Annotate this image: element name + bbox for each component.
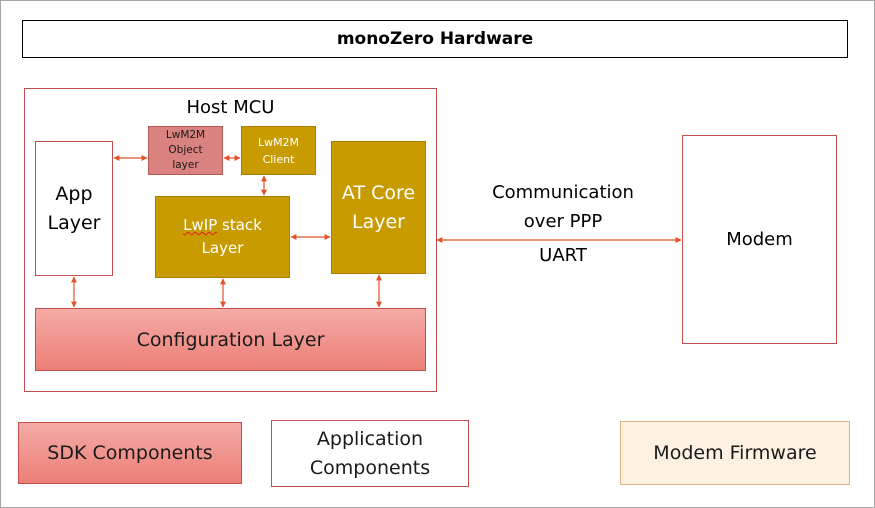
lwip-prefix: LwIP xyxy=(183,216,218,234)
lwm2m-client-box: LwM2M Client xyxy=(241,126,316,175)
legend-modem-firmware: Modem Firmware xyxy=(620,421,850,485)
lwm2m-object-layer-box: LwM2M Object layer xyxy=(148,126,223,175)
lwip-stack-layer-box: LwIP stack Layer xyxy=(155,196,290,278)
uart-label: UART xyxy=(539,245,587,266)
legend-application-components: Application Components xyxy=(271,420,469,487)
lwip-line-1: LwIP stack xyxy=(183,214,262,237)
configuration-layer-box: Configuration Layer xyxy=(35,308,426,371)
at-core-layer-box: AT Core Layer xyxy=(331,141,426,274)
communication-label: Communication over PPP xyxy=(492,182,634,232)
lwip-line-2: Layer xyxy=(201,239,244,257)
page-title: monoZero Hardware xyxy=(22,20,848,58)
app-layer-box: App Layer xyxy=(35,141,113,276)
lwip-suffix: stack xyxy=(217,216,262,234)
legend-sdk-components: SDK Components xyxy=(18,422,242,484)
modem-box: Modem xyxy=(682,135,837,344)
host-mcu-title: Host MCU xyxy=(186,97,275,118)
